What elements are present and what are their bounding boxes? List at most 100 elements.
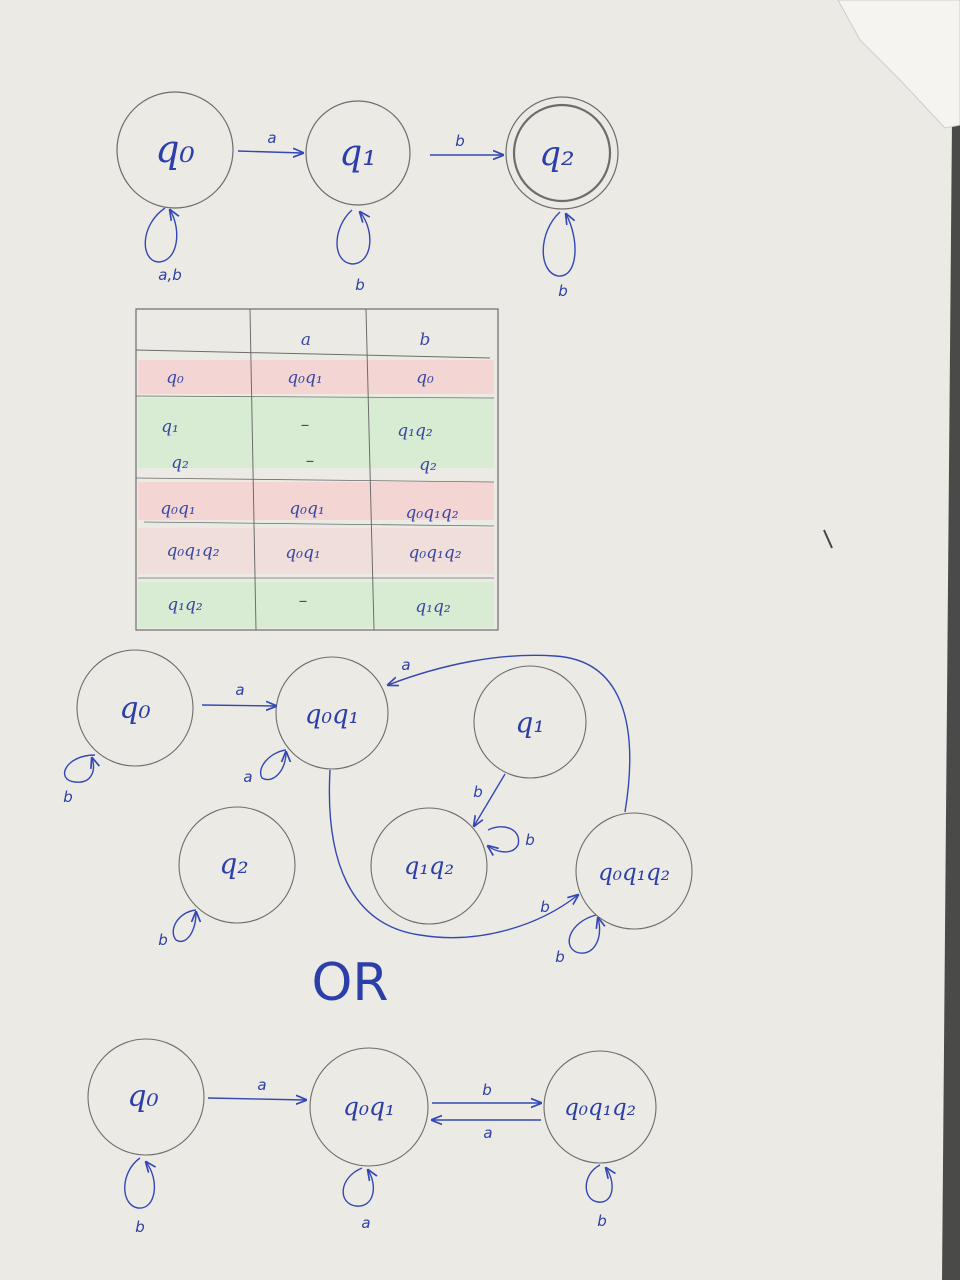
min-dfa-edge-label: a — [483, 1124, 492, 1142]
min-dfa-edge-label: a — [257, 1076, 266, 1094]
dfa-edge-arrow — [201, 705, 276, 706]
dfa-self-loop — [63, 754, 95, 783]
table-cell-state: q₀q₁q₂ — [166, 541, 219, 561]
dfa-state — [76, 649, 194, 767]
min-dfa-self-loop — [585, 1164, 612, 1203]
table-row-divider — [143, 521, 495, 527]
table-col-divider — [249, 308, 257, 631]
dfa-self-loop — [172, 909, 196, 943]
min-dfa-self-loop — [124, 1157, 155, 1209]
dfa-self-loop — [568, 914, 599, 954]
nfa-edge-label: a — [267, 129, 276, 147]
table-row-divider — [135, 477, 495, 483]
table-cell-state: q₁q₂ — [167, 595, 203, 615]
table-border — [135, 308, 499, 631]
min-dfa-state-label: q₀q₁q₂ — [564, 1095, 636, 1121]
dfa-state — [370, 807, 488, 925]
table-row-bg-red — [138, 360, 494, 394]
dfa-loop-label: b — [555, 948, 565, 966]
dfa-self-loop — [259, 749, 286, 781]
dfa-diagram: q₀ q₀q₁ q₁ q₂ q₁q₂ q₀q₁q₂ a a b b b a b … — [63, 649, 693, 966]
min-dfa-state-label: q₀ — [127, 1079, 158, 1114]
nfa-edge-arrow — [237, 151, 303, 153]
dfa-edge-arrow — [328, 769, 578, 939]
table-cell-state: q₁ — [161, 417, 179, 437]
or-label: OR — [311, 953, 388, 1013]
dfa-state-label: q₀q₁q₂ — [598, 860, 670, 886]
dfa-edge-label: b — [540, 898, 550, 916]
dfa-loop-label: b — [525, 831, 535, 849]
nfa-self-loop — [542, 212, 576, 277]
table-col-divider — [365, 308, 375, 631]
min-dfa-state — [309, 1047, 429, 1167]
table-header: a — [301, 330, 311, 350]
dfa-edge-label: a — [401, 656, 410, 674]
nfa-state-label: q₁ — [339, 133, 376, 174]
table-cell: q₁q₂ — [397, 421, 433, 441]
table-cell: q₀q₁ — [287, 368, 322, 388]
min-dfa-self-loop — [342, 1168, 373, 1207]
min-dfa-edge-arrow — [207, 1098, 306, 1100]
dfa-state — [575, 812, 693, 930]
nfa-loop-label: b — [355, 276, 365, 294]
min-dfa-state — [87, 1038, 205, 1156]
min-dfa-loop-label: b — [135, 1218, 145, 1236]
table-cell: q₀q₁q₂ — [405, 503, 458, 523]
transition-table: a b q₀ q₀q₁ q₀ q₁ – q₁q₂ q₂ – q₂ q₀q₁ q₀… — [135, 308, 499, 631]
table-cell: q₂ — [419, 455, 437, 475]
minimized-dfa-diagram: q₀ q₀q₁ q₀q₁q₂ a b a b a b — [87, 1038, 657, 1236]
table-cell: – — [299, 591, 308, 611]
min-dfa-state-label: q₀q₁ — [343, 1092, 395, 1121]
dfa-loop-label: b — [158, 931, 168, 949]
dfa-loop-label: a — [243, 768, 252, 786]
dfa-state — [178, 806, 296, 924]
pencil-mark — [823, 529, 833, 549]
table-row-divider — [135, 349, 491, 359]
dfa-state-label: q₁q₂ — [404, 852, 454, 880]
table-row-divider — [135, 395, 495, 399]
min-dfa-loop-label: a — [361, 1214, 370, 1232]
nfa-self-loop — [144, 208, 176, 263]
nfa-loop-label: a,b — [158, 266, 181, 284]
table-cell-state: q₂ — [171, 453, 189, 473]
min-dfa-state — [543, 1050, 657, 1164]
table-cell-state: q₀ — [166, 368, 184, 388]
table-cell: – — [301, 415, 310, 435]
nfa-edge-label: b — [455, 132, 465, 150]
table-row-bg-green — [138, 582, 494, 628]
nfa-loop-label: b — [558, 282, 568, 300]
dfa-state — [473, 665, 587, 779]
dfa-state-label: q₂ — [219, 847, 248, 880]
dfa-loop-label: b — [63, 788, 73, 806]
table-row-bg-red — [138, 528, 494, 574]
table-row-bg-red — [138, 482, 494, 520]
dfa-edge-arrow — [388, 654, 631, 813]
table-cell: q₁q₂ — [415, 597, 451, 617]
table-cell: q₀ — [416, 368, 434, 388]
table-header: b — [420, 330, 431, 350]
min-dfa-loop-label: b — [597, 1212, 607, 1230]
table-cell-state: q₀q₁ — [160, 499, 195, 519]
nfa-state-q1 — [305, 100, 411, 206]
nfa-state-label: q₂ — [539, 134, 574, 174]
table-cell: q₀q₁q₂ — [408, 543, 461, 563]
table-cell: q₀q₁ — [289, 499, 324, 519]
nfa-state-q2-final-inner — [512, 103, 612, 203]
min-dfa-edge-label: b — [482, 1081, 492, 1099]
table-cell: q₀q₁ — [285, 543, 320, 563]
dfa-self-loop — [488, 826, 520, 852]
nfa-state-q2-final-outer — [505, 96, 619, 210]
torn-paper-corner — [837, 0, 960, 129]
table-cell: – — [306, 451, 315, 471]
nfa-self-loop — [336, 210, 371, 265]
nfa-diagram: q₀ q₁ q₂ a b a,b b b — [116, 91, 619, 300]
dfa-state-label: q₀q₁ — [305, 700, 359, 730]
dfa-state-label: q₁ — [515, 706, 544, 739]
dfa-edge-label: b — [473, 783, 483, 801]
nfa-state-label: q₀ — [155, 127, 195, 171]
table-row-bg-green — [138, 398, 494, 468]
dfa-edge-arrow — [474, 773, 506, 826]
dfa-edge-label: a — [235, 681, 244, 699]
